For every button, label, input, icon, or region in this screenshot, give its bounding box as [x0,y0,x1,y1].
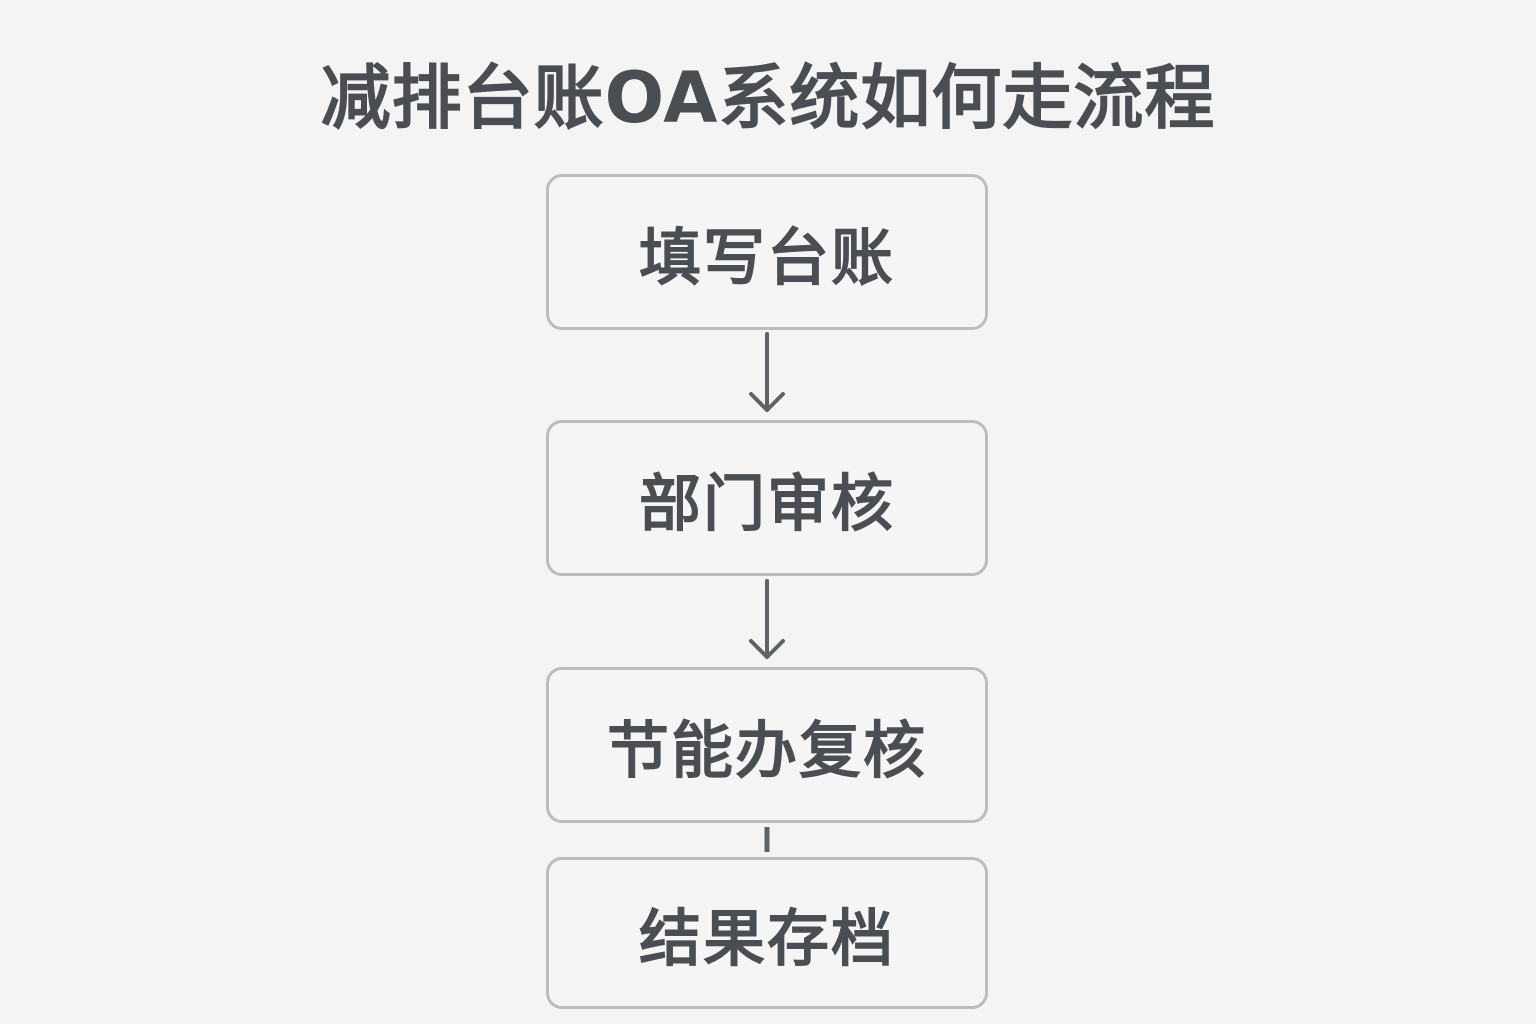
arrow-down-icon [749,579,785,659]
step-label: 节能办复核 [606,714,927,787]
diagram-title: 减排台账OA系统如何走流程 [320,57,1216,139]
step-box-dept-review: 部门审核 [546,420,988,576]
step-label: 结果存档 [638,902,895,975]
step-label: 部门审核 [638,467,895,540]
step-box-archive: 结果存档 [546,857,988,1009]
arrow-down-icon [749,332,785,412]
step-box-energy-office-recheck: 节能办复核 [546,667,988,823]
step-box-fill-ledger: 填写台账 [546,174,988,330]
step-label: 填写台账 [638,221,895,294]
